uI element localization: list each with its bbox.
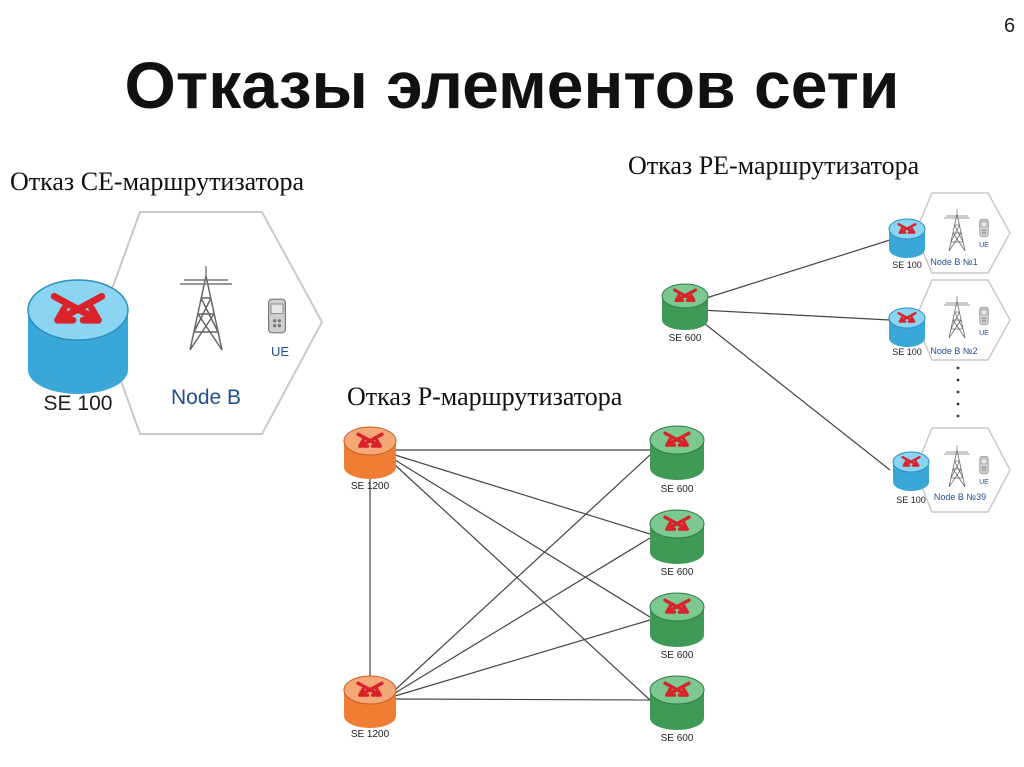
ce-caption: Отказ CE-маршрутизатора [10,167,304,196]
page-number: 6 [1004,15,1015,37]
p-router-se1200-bottom-label: SE 1200 [351,729,390,740]
pe-site-2: Node B №2 UE SE 100 [888,279,1011,361]
pe-site-39-router-icon [892,451,930,491]
pe-core-router-label: SE 600 [669,333,702,344]
p-router-se600-1-label: SE 600 [661,484,694,495]
p-router-se600-3-label: SE 600 [661,650,694,661]
pe-caption: Отказ PE-маршрутизатора [628,151,920,180]
pe-sites: UE Node B №1 SE 100 Node B №2 UE [888,192,1011,513]
p-router-se1200-top-label: SE 1200 [351,481,390,492]
ce-router-icon [27,279,129,394]
pe-site-39-ue-label: UE [979,479,989,486]
p-router-se600-2-label: SE 600 [661,567,694,578]
pe-site-2-ue-label: UE [979,330,989,337]
pe-site-1-router-label: SE 100 [892,260,922,270]
ce-router-label: SE 100 [44,392,113,415]
p-diagram: SE 1200 SE 1200 SE 600 SE 600 S [343,425,705,744]
ce-node-label: Node B [171,386,241,409]
pe-diagram: UE Node B №1 SE 100 Node B №2 UE [661,192,1011,513]
slide-title: Отказы элементов сети [125,48,900,122]
pe-site-1-ue-label: UE [979,242,989,249]
pe-links [699,239,891,471]
pe-site-1: UE Node B №1 SE 100 [888,192,1011,274]
pe-core-router-icon [661,283,709,330]
pe-site-1-node-label: Node B №1 [930,257,977,267]
p-router-se600-3 [649,592,705,647]
p-caption: Отказ P-маршрутизатора [347,382,623,411]
pe-site-2-node-label: Node B №2 [930,346,977,356]
ce-ue-icon [268,298,286,334]
p-router-se600-4-label: SE 600 [661,733,694,744]
pe-site-39-node-label: Node B №39 [934,492,986,502]
p-router-se600-2 [649,509,705,564]
pe-site-1-router-icon [888,218,926,258]
p-router-se1200-bottom [343,675,397,728]
ce-diagram: SE 100 UE Node B [27,211,324,435]
p-links [369,449,651,701]
p-router-se600-1 [649,425,705,480]
pe-site-2-router-icon [888,307,926,347]
pe-ellipsis-dots [956,366,960,418]
p-router-se600-4 [649,675,705,730]
pe-site-39: Node B №39 UE SE 100 [892,427,1011,513]
pe-site-2-router-label: SE 100 [892,347,922,357]
ce-ue-label: UE [271,344,289,359]
pe-site-39-router-label: SE 100 [896,495,926,505]
p-router-se1200-top [343,426,397,479]
